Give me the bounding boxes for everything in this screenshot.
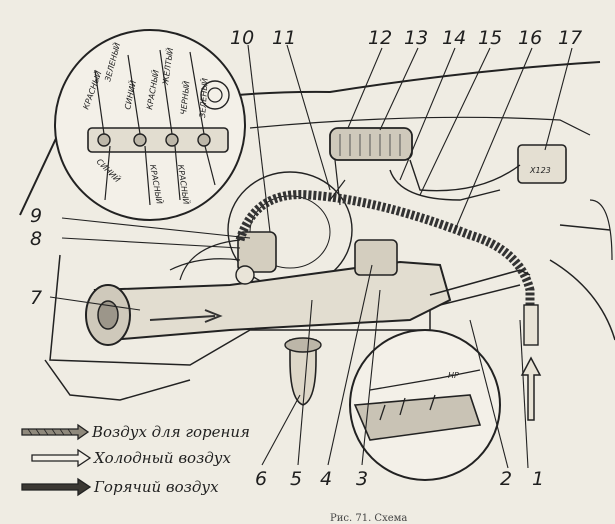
terminal-4	[197, 133, 211, 147]
legend-label-combustion: Воздух для горения	[91, 423, 250, 441]
inset-label-np: НР	[448, 371, 459, 380]
callout-11: 11	[272, 27, 296, 49]
callout-8: 8	[30, 228, 42, 250]
inset-block	[353, 394, 482, 441]
connector-ring	[200, 80, 230, 110]
wire-harness-2	[389, 169, 501, 201]
callout-3: 3	[356, 468, 368, 490]
engine-shelf	[44, 359, 191, 401]
inset-wires	[94, 49, 216, 206]
terminal-2	[133, 133, 147, 147]
connector-ring-inner	[207, 87, 223, 103]
inlet-arrow	[520, 356, 542, 421]
callout-16: 16	[518, 27, 542, 49]
callout-7: 7	[30, 287, 42, 309]
leader-lines	[49, 44, 573, 469]
inlet-pipe	[523, 304, 539, 346]
inset-circle-top	[54, 29, 246, 221]
legend-dark-arrow	[21, 477, 92, 497]
solenoid	[237, 231, 277, 273]
pump-top	[284, 337, 322, 353]
inset-contacts	[369, 369, 481, 421]
airflow-arrow	[149, 309, 223, 323]
callout-6: 6	[255, 468, 267, 490]
legend-hatched-arrow	[21, 423, 90, 441]
terminal-1	[97, 133, 111, 147]
callout-4: 4	[320, 468, 332, 490]
figure-caption: Рис. 71. Схема	[330, 513, 407, 524]
regulator-hatch	[339, 134, 401, 156]
callout-1: 1	[532, 468, 544, 490]
callout-17: 17	[558, 27, 582, 49]
callout-15: 15	[478, 27, 502, 49]
wire-harness-4	[169, 239, 241, 281]
callout-numbers: 1 2 3 4 5 6 7 8 9 10 11 12 13 14 15 16 1…	[30, 27, 582, 490]
heater-inlet-core	[97, 300, 119, 330]
fuse-label: Х123	[529, 166, 551, 175]
right-panel	[549, 224, 615, 341]
right-contour	[589, 199, 613, 261]
legend-label-cold: Холодный воздух	[93, 449, 231, 467]
legend-label-hot: Горячий воздух	[93, 478, 219, 496]
spark-plug	[235, 265, 255, 285]
terminal-strip	[87, 127, 229, 153]
legend-hollow-arrow	[31, 448, 92, 468]
callout-9: 9	[30, 205, 42, 227]
wire-harness-1	[409, 159, 521, 192]
heater-body	[93, 260, 452, 342]
hot-air-duct	[235, 190, 535, 330]
callout-12: 12	[368, 27, 392, 49]
relay-box	[354, 239, 398, 276]
callout-10: 10	[230, 27, 254, 49]
exhaust-pipe	[429, 269, 531, 306]
callout-14: 14	[442, 27, 466, 49]
callout-5: 5	[290, 468, 302, 490]
body-inner-line	[249, 116, 591, 136]
callout-13: 13	[404, 27, 428, 49]
switch-box	[517, 144, 567, 184]
wire-label: ЗЕЛЕНЫЙ	[196, 78, 210, 118]
legend: Воздух для горения Холодный воздух Горяч…	[21, 423, 250, 497]
terminal-3	[165, 133, 179, 147]
callout-2: 2	[500, 468, 512, 490]
floor-line	[49, 254, 431, 366]
wire-harness-3	[329, 159, 346, 206]
